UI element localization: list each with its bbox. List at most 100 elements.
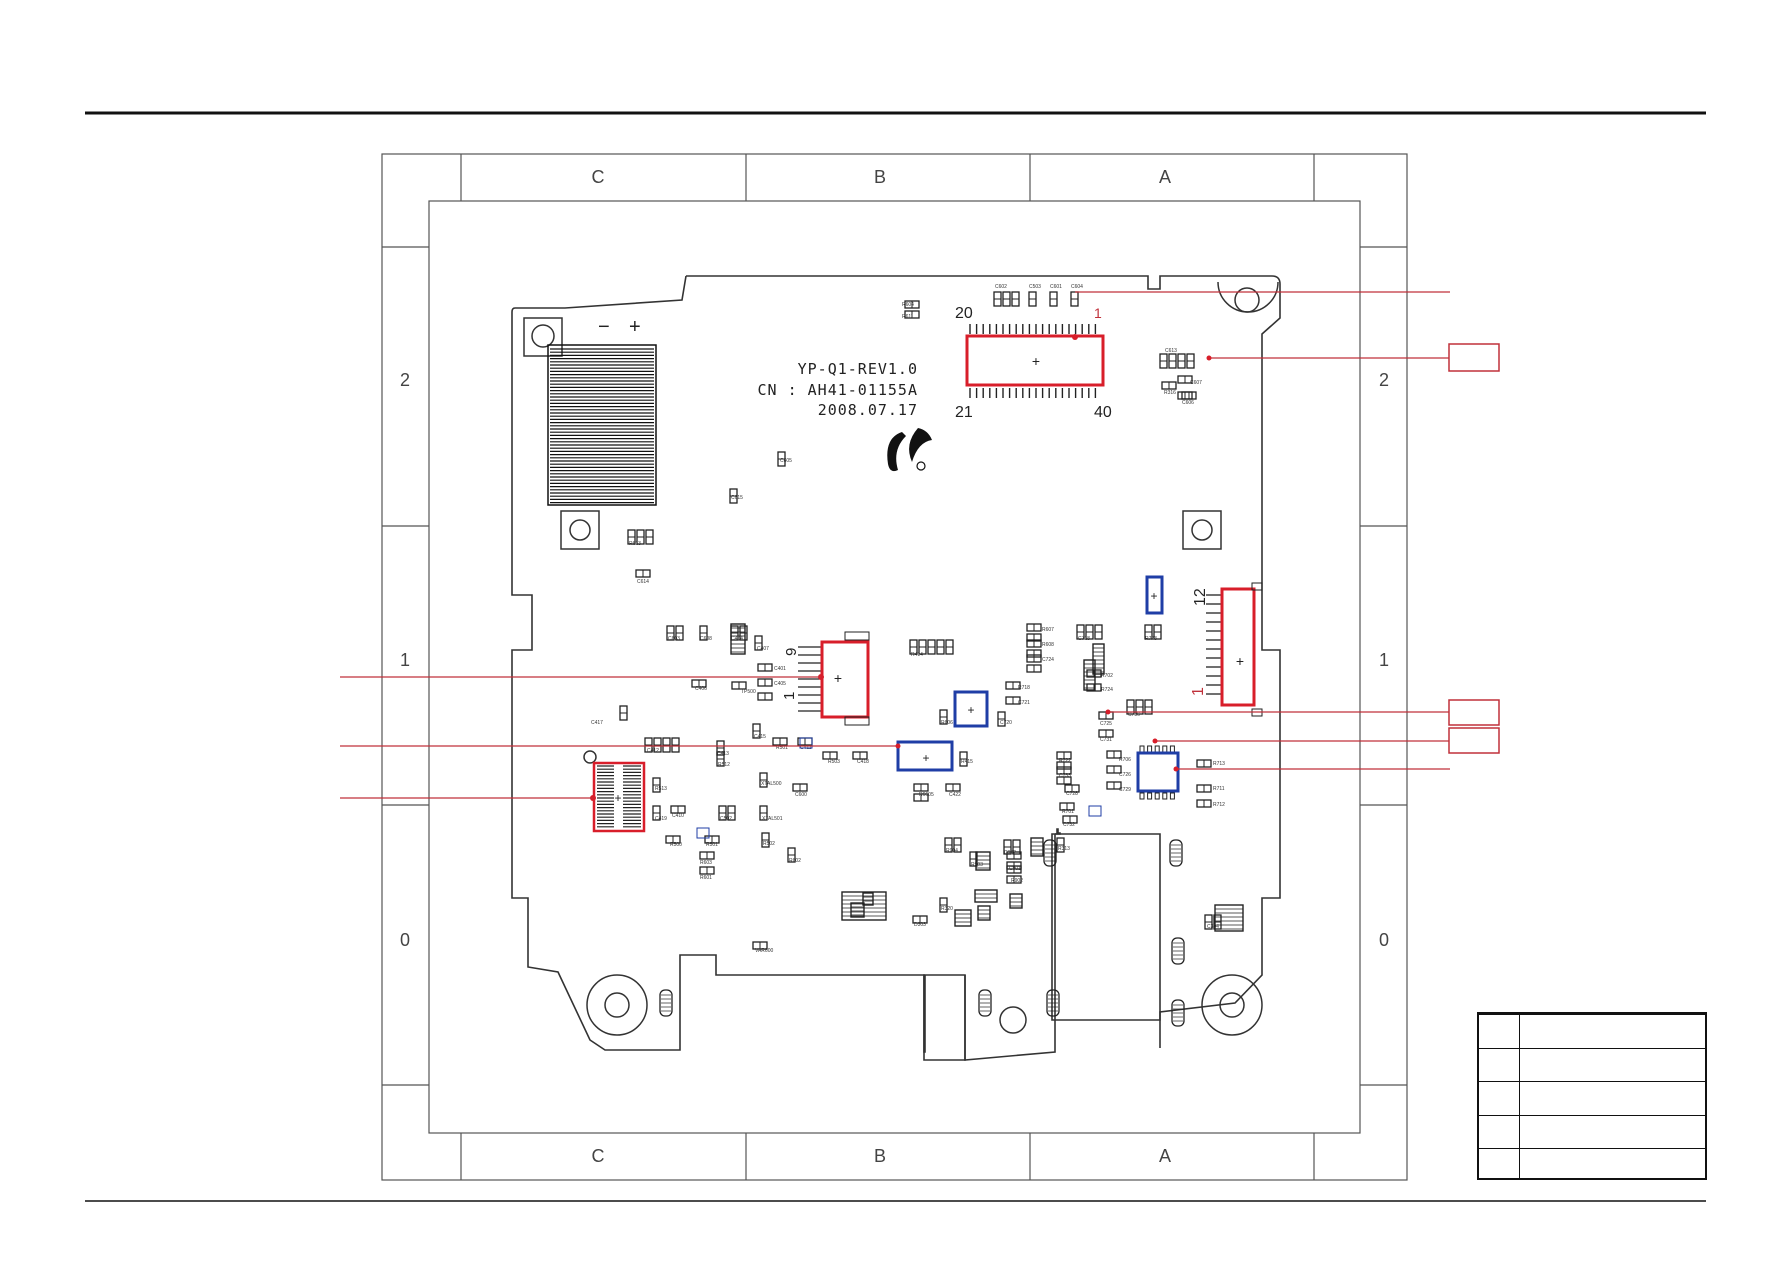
ref-designator-label: C419	[655, 816, 667, 822]
svg-text:+: +	[614, 791, 621, 805]
ref-designator-label: C601	[1050, 284, 1062, 290]
ref-designator-label: C410	[672, 813, 684, 819]
battery-plus-mark: +	[629, 316, 641, 338]
ref-designator-label: R711	[1213, 786, 1225, 792]
ref-designator-label: C615	[731, 495, 743, 501]
ref-designator-label: C731	[1100, 737, 1112, 743]
mid-fpc-pin-1: 1	[781, 692, 798, 700]
pcb-outline	[686, 275, 1281, 1061]
board-title: YP-Q1-REV1.0	[798, 360, 918, 378]
battery-pad	[547, 344, 657, 506]
ref-designator-label: C503	[1029, 284, 1041, 290]
ref-designator-label: C404	[731, 636, 743, 642]
legend-column-divider	[1519, 1014, 1520, 1178]
ref-designator-label: R603	[700, 860, 712, 866]
ref-designator-label: R613	[629, 541, 641, 547]
top-ic-pin-40: 40	[1094, 404, 1112, 421]
legend-row	[1479, 1014, 1705, 1048]
legend-table	[1477, 1012, 1707, 1180]
legend-row	[1479, 1081, 1705, 1115]
ref-designator-label: C407	[757, 646, 769, 652]
legend-row	[1479, 1148, 1705, 1182]
ref-designator-label: C412	[647, 748, 659, 754]
battery-minus-mark: −	[598, 316, 610, 338]
svg-text:+: +	[922, 751, 929, 765]
right-fpc-pin-1: 1	[1190, 687, 1207, 696]
ref-designator-label: R706	[1119, 757, 1131, 763]
component-footprints	[619, 291, 1244, 1027]
leader-lines	[340, 291, 1450, 799]
row-label-right-2: 2	[1379, 370, 1389, 390]
ref-designator-label: R724	[1101, 687, 1113, 693]
col-label-top-c: C	[592, 167, 605, 187]
ref-designator-label: C502	[720, 816, 732, 822]
ref-designator-label: C732	[1063, 822, 1075, 828]
pcb-outline-main	[511, 275, 966, 1061]
ref-designator-label: C605	[780, 458, 792, 464]
mounting-holes	[523, 281, 1279, 1036]
ref-designator-label: R601	[700, 875, 712, 881]
ref-designator-label: C417	[591, 720, 603, 726]
ref-designator-label: R604	[902, 302, 914, 308]
col-label-top-b: B	[874, 167, 886, 187]
col-label-bottom-c: C	[592, 1146, 605, 1166]
ref-designator-label: C418	[857, 759, 869, 765]
legend-row	[1479, 1114, 1705, 1149]
blue-highlight-u-top	[1145, 575, 1164, 615]
ref-designator-label: C614	[637, 579, 649, 585]
blue-highlight-qfn	[1136, 751, 1180, 793]
ref-designator-label: C901	[1009, 866, 1021, 872]
top-ic-pin-21: 21	[955, 404, 973, 421]
ref-designator-label: R415	[961, 759, 973, 765]
ref-designator-label: R313	[1058, 846, 1070, 852]
row-label-left-2: 2	[400, 370, 410, 390]
ref-designator-label: R414	[911, 652, 923, 658]
ref-designator-label: R723	[1145, 636, 1157, 642]
ref-designator-label: R320	[941, 906, 953, 912]
ref-designator-label: R607	[1042, 627, 1054, 633]
board-date: 2008.07.17	[818, 401, 918, 419]
ref-designator-label: C733	[1059, 773, 1071, 779]
ref-designator-label: C604	[1071, 284, 1083, 290]
col-label-top-a: A	[1159, 167, 1171, 187]
ref-designator-label: R512	[718, 762, 730, 768]
ref-designator-label: R608	[1042, 642, 1054, 648]
ref-designator-label: R501	[706, 842, 718, 848]
top-ic-pin-20: 20	[955, 305, 973, 322]
blue-highlight-u-lower	[896, 740, 954, 772]
ref-designator-label: C728	[1066, 791, 1078, 797]
ref-designator-label: R902	[1011, 878, 1023, 884]
ref-designator-label: C725	[1100, 721, 1112, 727]
ref-designator-label: C422	[949, 792, 961, 798]
ref-designator-label: R611	[902, 314, 914, 320]
ref-designator-label: R602	[789, 858, 801, 864]
ref-designator-label: D303	[914, 922, 926, 928]
grid-frame	[381, 153, 1408, 1181]
ref-designator-label: C608	[700, 636, 712, 642]
svg-text:+: +	[834, 670, 842, 686]
ref-designator-label: C603	[668, 636, 680, 642]
right-fpc-connector: +	[1206, 582, 1263, 717]
ref-designator-label: C729	[1119, 787, 1131, 793]
ref-designator-label: C406	[695, 686, 707, 692]
mid-fpc-pin-9: 9	[783, 648, 800, 656]
svg-text:+: +	[1032, 353, 1040, 369]
ref-designator-label: R502	[763, 841, 775, 847]
svg-text:+: +	[1150, 589, 1157, 603]
ref-designator-label: R903	[971, 862, 983, 868]
ref-designator-label: R904	[946, 848, 958, 854]
ref-designator-label: C724	[1042, 657, 1054, 663]
pcb-outline-right	[1055, 833, 1161, 1048]
ref-designator-label: R316	[1164, 390, 1176, 396]
col-label-bottom-b: B	[874, 1146, 886, 1166]
ref-designator-label: C718	[1078, 636, 1090, 642]
ref-designator-label: C602	[995, 284, 1007, 290]
ref-designator-label: C613	[1165, 348, 1177, 354]
top-ic-pin-1: 1	[1094, 305, 1102, 321]
ref-designator-label: R501	[776, 745, 788, 751]
top-ic-footprint: +	[965, 324, 1105, 398]
ref-designator-label: C902	[1004, 850, 1016, 856]
ref-designator-label: R702	[1101, 673, 1113, 679]
row-label-left-1: 1	[400, 650, 410, 670]
